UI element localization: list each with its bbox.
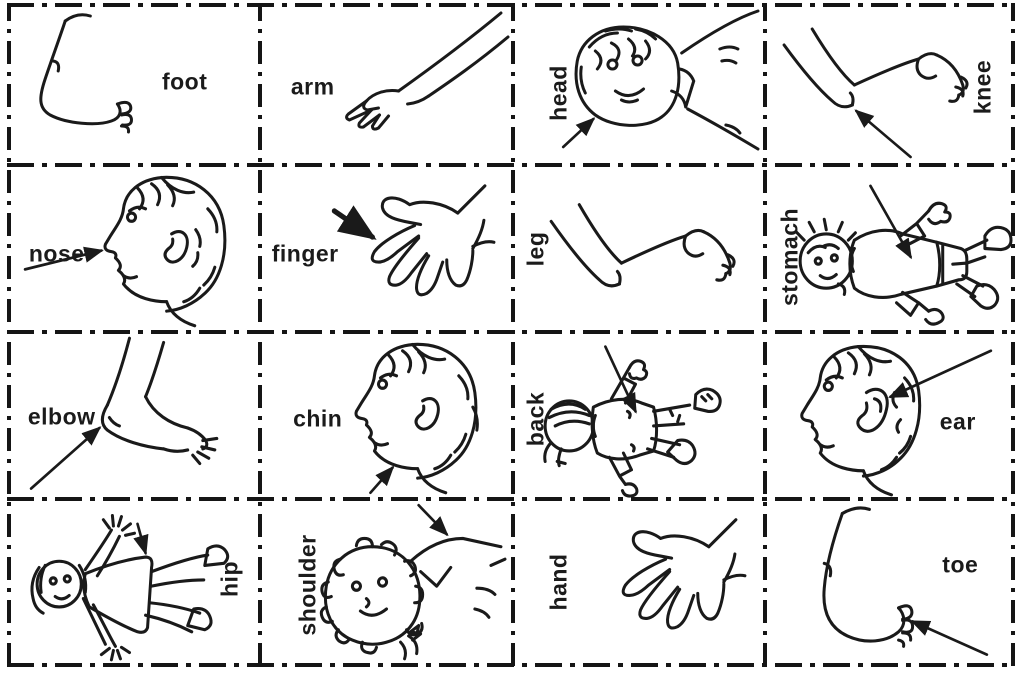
arm-illustration (345, 11, 510, 131)
card-shoulder-label: shoulder (294, 534, 321, 636)
chin-illustration (354, 342, 479, 495)
card-nose: nose (9, 165, 260, 332)
card-head-label: head (545, 65, 572, 121)
card-head: head (511, 5, 762, 165)
elbow-illustration (29, 336, 219, 490)
nose-illustration (23, 175, 227, 328)
back-illustration (543, 345, 722, 498)
card-leg-label: leg (522, 231, 549, 266)
pointer-arrow (23, 246, 104, 271)
shoulder-illustration (319, 503, 507, 661)
card-stomach-label: stomach (776, 207, 803, 306)
card-chin: chin (260, 332, 511, 499)
card-elbow-label: elbow (27, 403, 96, 430)
card-foot: foot (9, 5, 260, 165)
leg-illustration (549, 203, 736, 288)
card-knee: knee (762, 5, 1013, 165)
pointer-arrow (888, 349, 993, 399)
ear-illustration (800, 345, 993, 497)
card-hip-label: hip (216, 560, 243, 597)
pointer-arrow (331, 205, 377, 240)
card-arm-label: arm (290, 73, 335, 100)
card-hand: hand (511, 499, 762, 665)
card-shoulder: shoulder (260, 499, 511, 665)
pointer-arrow (854, 109, 912, 159)
card-hand-label: hand (545, 553, 572, 611)
cut-line-vertical (1011, 3, 1015, 666)
card-hip: hip (9, 499, 260, 665)
pointer-arrow (604, 345, 637, 414)
card-nose-label: nose (28, 240, 85, 266)
toe-illustration (822, 506, 989, 656)
card-finger: finger (260, 165, 511, 332)
cut-line-vertical (763, 3, 767, 666)
card-back: back (511, 332, 762, 499)
card-toe-label: toe (942, 551, 979, 578)
card-stomach: stomach (762, 165, 1013, 332)
finger-illustration (331, 184, 496, 297)
hip-illustration (30, 514, 230, 662)
card-ear: ear (762, 332, 1013, 499)
knee-illustration (782, 27, 969, 159)
card-finger-label: finger (271, 240, 339, 266)
card-toe: toe (762, 499, 1013, 665)
cut-line-vertical (511, 3, 515, 666)
cut-line-vertical (7, 3, 11, 666)
card-foot-label: foot (161, 68, 208, 95)
hand-illustration (621, 518, 747, 630)
pointer-arrow (417, 503, 449, 537)
pointer-arrow (133, 522, 149, 556)
pointer-arrow (29, 426, 102, 490)
cut-line-vertical (258, 3, 262, 666)
pointer-arrow (869, 184, 912, 260)
card-leg: leg (511, 165, 762, 332)
stomach-illustration (794, 184, 1013, 326)
pointer-arrow (561, 117, 596, 149)
card-arm: arm (260, 5, 511, 165)
card-chin-label: chin (293, 405, 343, 432)
card-back-label: back (522, 391, 549, 447)
card-elbow: elbow (9, 332, 260, 499)
card-ear-label: ear (939, 408, 976, 435)
pointer-arrow (369, 465, 395, 495)
pointer-arrow (910, 620, 989, 656)
head-illustration (561, 9, 760, 151)
foot-illustration (39, 13, 133, 134)
card-knee-label: knee (969, 59, 996, 114)
